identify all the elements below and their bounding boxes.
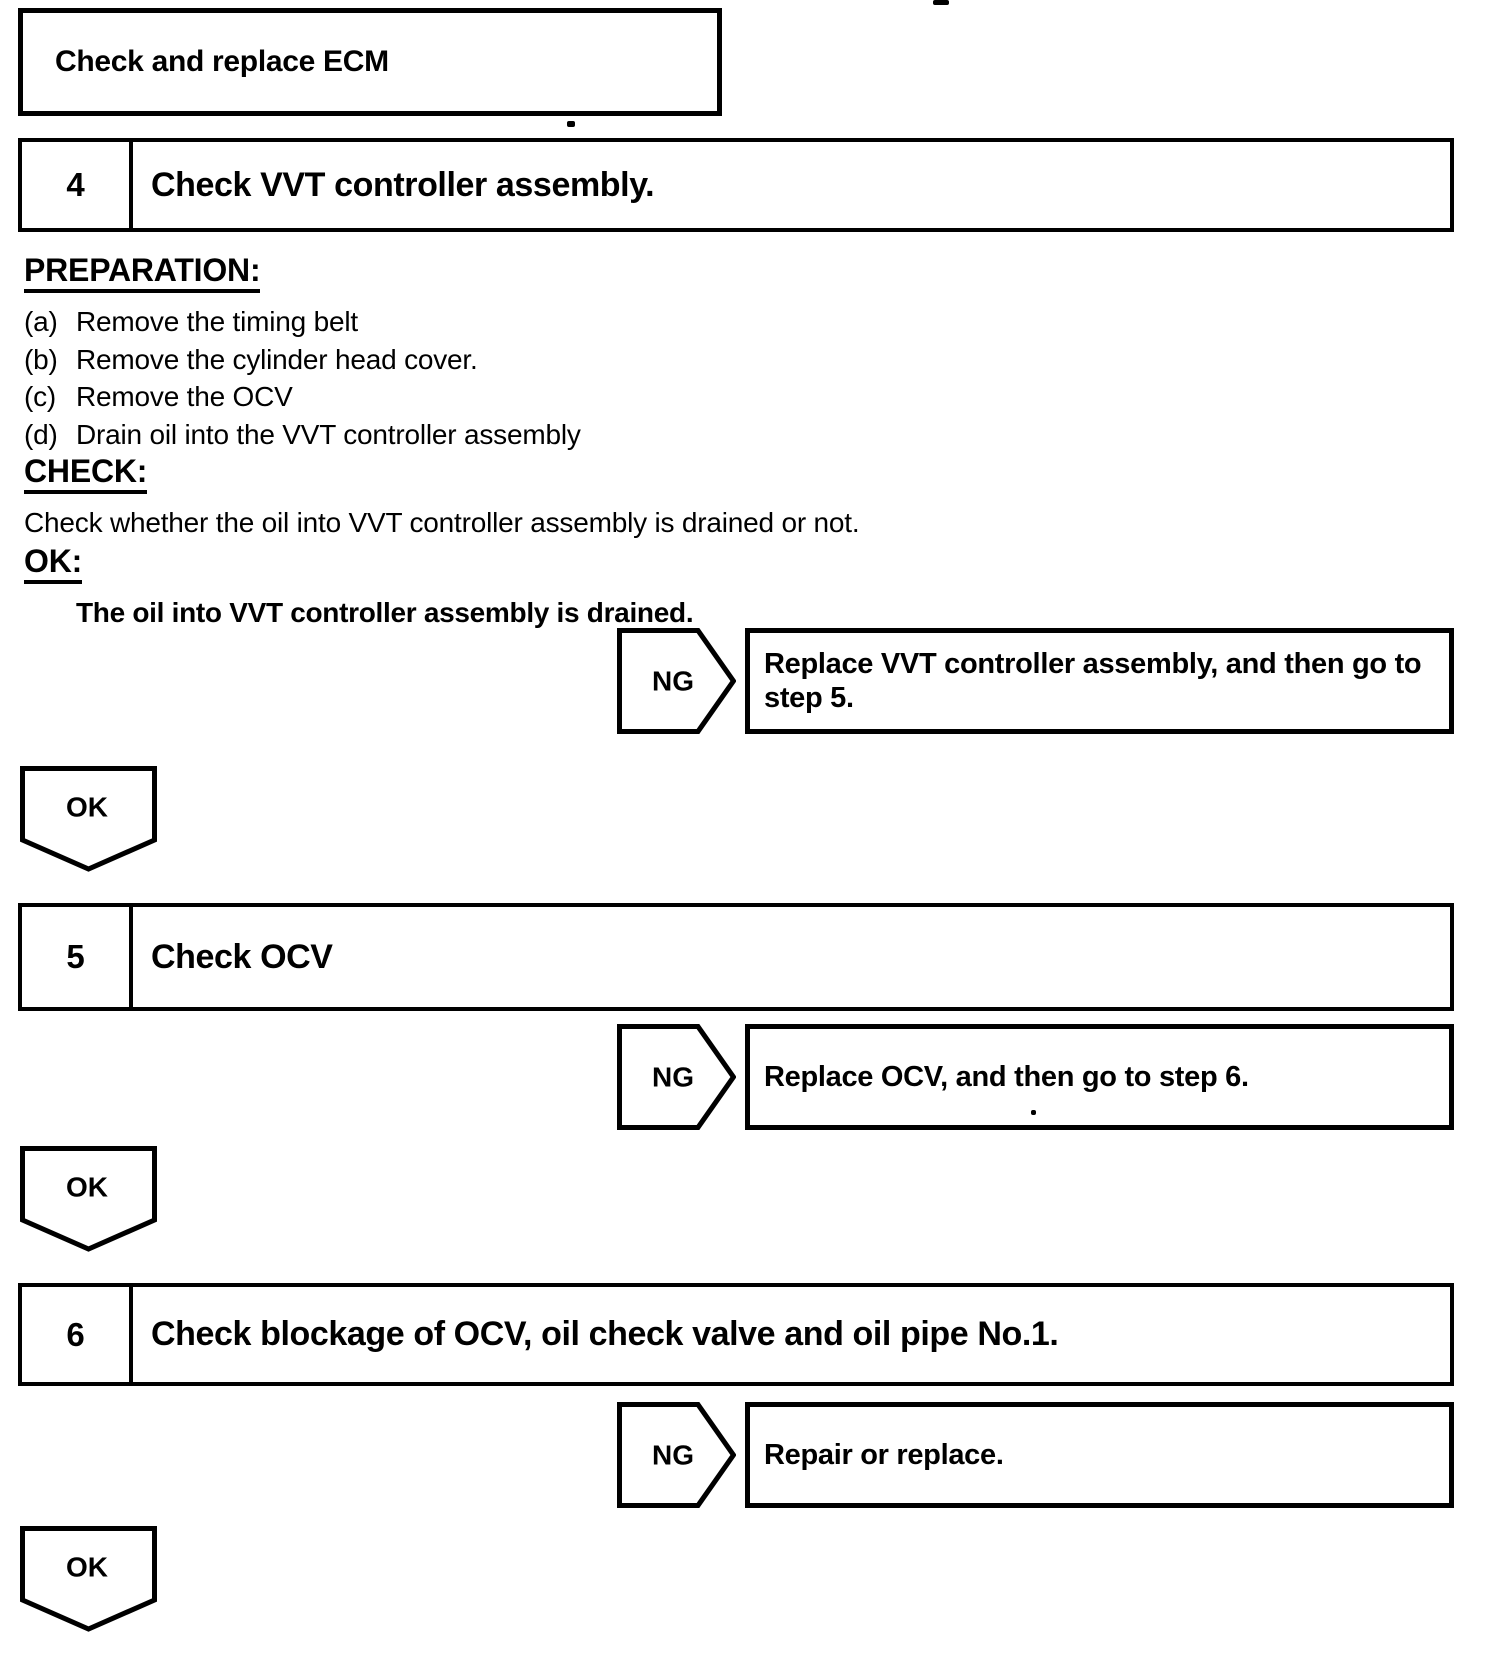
step-4-number: 4 — [22, 142, 133, 228]
step-5-number: 5 — [22, 907, 133, 1007]
ng-action-box: Repair or replace. — [745, 1402, 1454, 1508]
preparation-item: (d) Drain oil into the VVT controller as… — [24, 416, 1448, 454]
ok-label: OK — [66, 1172, 108, 1203]
step-5-row: 5 Check OCV — [18, 903, 1454, 1011]
item-text: Remove the cylinder head cover. — [76, 343, 478, 375]
preparation-item: (a) Remove the timing belt — [24, 303, 1448, 341]
ng-arrow-shape: NG — [617, 628, 736, 734]
ng-label: NG — [652, 666, 694, 697]
ok-label: OK — [66, 792, 108, 823]
ng-action-text: Repair or replace. — [764, 1439, 1004, 1471]
ng-arrow-shape: NG — [617, 1402, 736, 1508]
ng-action-text: Replace VVT controller assembly, and the… — [764, 648, 1422, 714]
preparation-heading: PREPARATION: — [24, 252, 1448, 293]
ok-heading: OK: — [24, 543, 1448, 584]
check-description: Check whether the oil into VVT controlle… — [24, 507, 860, 538]
step-4-row: 4 Check VVT controller assembly. — [18, 138, 1454, 232]
step-5-title: Check OCV — [151, 937, 333, 976]
check-heading: CHECK: — [24, 453, 1448, 494]
step-4-title: Check VVT controller assembly. — [151, 165, 655, 204]
item-text: Remove the OCV — [76, 381, 293, 412]
scan-artifact — [1031, 1110, 1036, 1115]
step-6-number: 6 — [22, 1287, 133, 1382]
scan-artifact — [567, 121, 575, 127]
scan-artifact — [933, 0, 949, 5]
ok-arrow-shape: OK — [20, 1146, 157, 1252]
ng-action-box: Replace VVT controller assembly, and the… — [745, 628, 1454, 734]
ok-criteria: The oil into VVT controller assembly is … — [76, 597, 694, 628]
ng-branch-2: NG Replace OCV, and then go to step 6. — [617, 1024, 1454, 1130]
ng-action-box: Replace OCV, and then go to step 6. — [745, 1024, 1454, 1130]
step-6-row: 6 Check blockage of OCV, oil check valve… — [18, 1283, 1454, 1386]
ng-branch-1: NG Replace VVT controller assembly, and … — [617, 628, 1454, 734]
ng-label: NG — [652, 1062, 694, 1093]
item-label: (c) — [24, 381, 57, 412]
ok-arrow-shape: OK — [20, 1526, 157, 1632]
previous-step-box: Check and replace ECM — [18, 8, 722, 116]
ok-arrow-shape: OK — [20, 766, 157, 872]
preparation-item: (c) Remove the OCV — [24, 378, 1448, 416]
step-6-title: Check blockage of OCV, oil check valve a… — [151, 1315, 1059, 1353]
item-label: (d) — [24, 418, 58, 450]
item-text: Drain oil into the VVT controller assemb… — [76, 418, 581, 450]
ok-label: OK — [66, 1552, 108, 1583]
procedure-text: PREPARATION: (a) Remove the timing belt … — [24, 252, 1448, 631]
ok-connector-3: OK — [20, 1526, 157, 1632]
ok-connector-1: OK — [20, 766, 157, 872]
ok-connector-2: OK — [20, 1146, 157, 1252]
ng-arrow-shape: NG — [617, 1024, 736, 1130]
ng-branch-3: NG Repair or replace. — [617, 1402, 1454, 1508]
item-label: (b) — [24, 343, 58, 375]
item-label: (a) — [24, 306, 58, 337]
item-text: Remove the timing belt — [76, 306, 358, 337]
preparation-item: (b) Remove the cylinder head cover. — [24, 341, 1448, 379]
ng-label: NG — [652, 1440, 694, 1471]
ng-action-text: Replace OCV, and then go to step 6. — [764, 1061, 1249, 1093]
previous-step-label: Check and replace ECM — [55, 45, 389, 78]
